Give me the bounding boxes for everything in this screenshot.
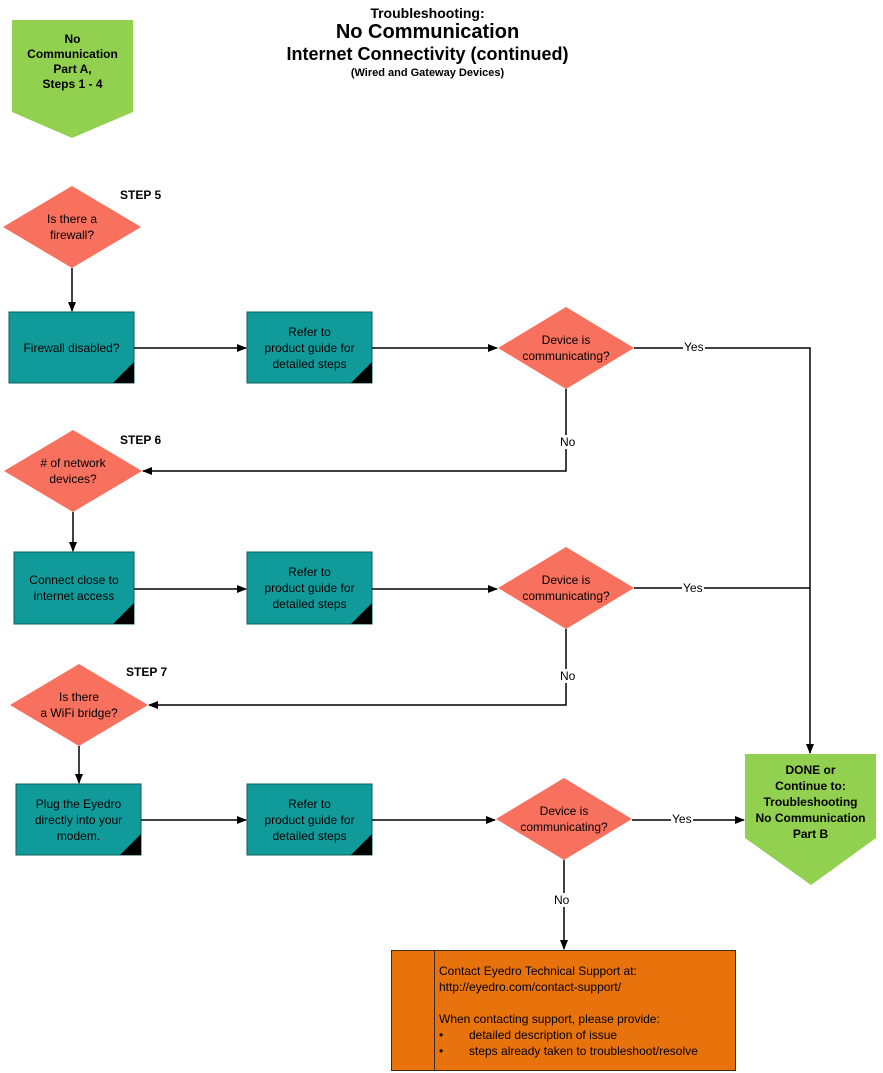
communicating-decision-text-3: Device is communicating?: [520, 804, 608, 834]
step-6-label: STEP 6: [120, 433, 162, 447]
communicating-decision-text-2: Device is communicating?: [522, 573, 610, 603]
yes-label-3: Yes: [671, 812, 693, 826]
refer-shape-2: [246, 551, 373, 625]
step-5-label: STEP 5: [120, 188, 162, 202]
title-line-4: (Wired and Gateway Devices): [350, 67, 505, 79]
firewall-decision-text: Is there a firewall?: [46, 212, 98, 242]
communicating-decision-shape-2: [498, 547, 634, 629]
done-connector-shape: [745, 754, 876, 885]
support-line-2: When contacting support, please provide:: [439, 1012, 660, 1026]
support-line-1: Contact Eyedro Technical Support at:: [439, 964, 637, 978]
yes-label-2: Yes: [682, 581, 704, 595]
wifi-bridge-decision-shape: [10, 664, 148, 746]
communicating-decision-text-1: Device is communicating?: [522, 333, 610, 363]
refer-shape-3: [246, 783, 373, 856]
support-box: Contact Eyedro Technical Support at: htt…: [391, 950, 736, 1071]
support-bullet-list: detailed description of issue steps alre…: [439, 1027, 698, 1059]
wifi-bridge-decision-text: Is there a WiFi bridge?: [40, 690, 118, 720]
refer-text-1: Refer to product guide for detailed step…: [264, 324, 355, 371]
no-label-2: No: [559, 669, 577, 683]
firewall-disabled-text: Firewall disabled?: [23, 340, 120, 355]
start-connector-shape: [12, 20, 133, 138]
title-line-3: Internet Connectivity (continued): [286, 44, 569, 64]
refer-text-2: Refer to product guide for detailed step…: [264, 565, 355, 611]
support-bullet: detailed description of issue: [439, 1027, 698, 1043]
communicating-decision-shape-3: [496, 778, 632, 860]
plug-eyedro-text: Plug the Eyedro directly into your modem…: [34, 796, 123, 843]
refer-text-3: Refer to product guide for detailed step…: [264, 796, 355, 843]
connect-close-shape: [13, 551, 135, 625]
support-bullet: steps already taken to troubleshoot/reso…: [439, 1043, 698, 1059]
no-label-1: No: [559, 435, 577, 449]
support-box-divider: [434, 951, 435, 1070]
plug-eyedro-shape: [15, 783, 142, 856]
done-connector-text: DONE or Continue to: Troubleshooting No …: [755, 763, 866, 841]
firewall-decision-shape: [3, 186, 141, 268]
support-url: http://eyedro.com/contact-support/: [439, 980, 622, 994]
support-text: Contact Eyedro Technical Support at: htt…: [439, 963, 698, 1059]
yes-label-1: Yes: [683, 340, 705, 354]
step-7-label: STEP 7: [126, 665, 168, 679]
title-line-2: No Communication: [335, 21, 520, 43]
refer-shape-1: [246, 311, 373, 384]
network-devices-decision-shape: [4, 430, 142, 512]
title-line-1: Troubleshooting:: [370, 5, 485, 21]
connect-close-text: Connect close to internet access: [29, 573, 119, 603]
no-label-3: No: [553, 893, 571, 907]
network-devices-decision-text: # of network devices?: [40, 456, 106, 486]
communicating-decision-shape-1: [498, 307, 634, 389]
start-connector-text: No Communication Part A, Steps 1 - 4: [27, 32, 118, 91]
